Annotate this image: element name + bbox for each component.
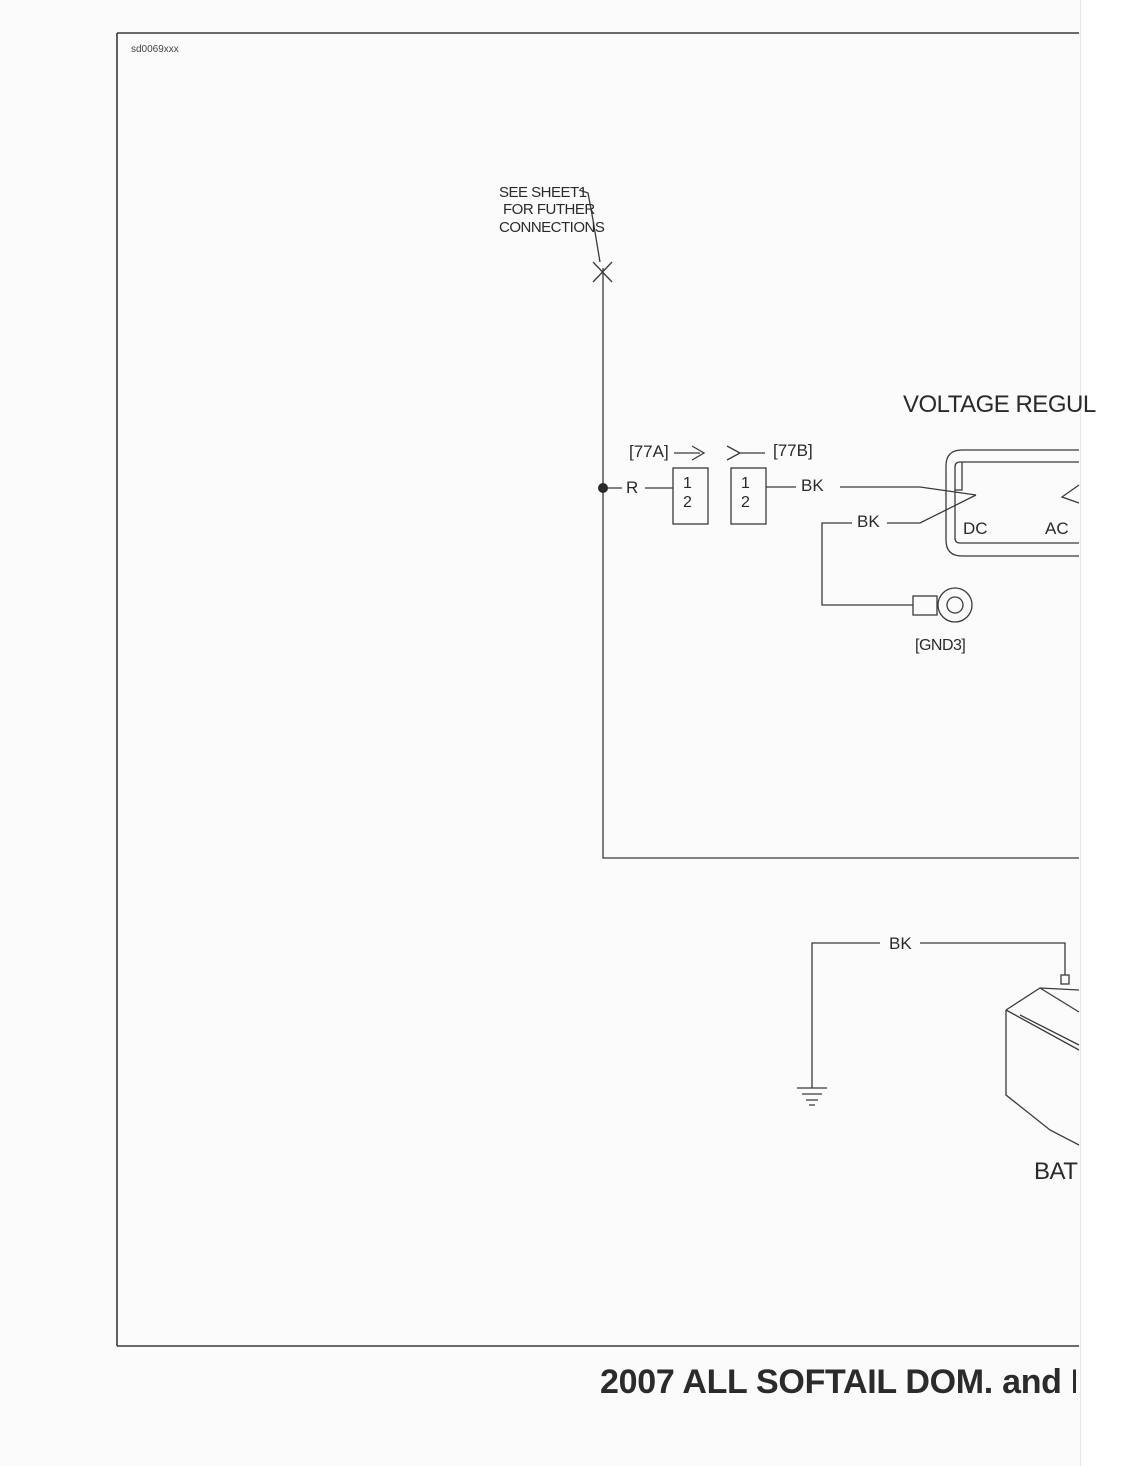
- regulator-inner-notch: [955, 462, 963, 491]
- page-edge: [1080, 0, 1134, 1466]
- footer-title: 2007 ALL SOFTAIL DOM. and I: [600, 1363, 1076, 1401]
- sheet-code: sd0069xxx: [131, 44, 179, 55]
- note-line-2: FOR FUTHER: [503, 201, 595, 218]
- bk-battery-wire: [811, 942, 1066, 1088]
- ground-terminal-ring: [937, 587, 973, 623]
- connector-77a-arrow: [674, 445, 706, 461]
- regulator-inner: [954, 461, 1079, 544]
- note-leader: [578, 189, 601, 263]
- splice-dot: [598, 483, 608, 493]
- red-wire-main: [602, 268, 1079, 859]
- sheet-border: [116, 32, 1079, 1347]
- connector-77b-pin-1: 1: [741, 475, 750, 492]
- note-line-3: CONNECTIONS: [499, 219, 605, 236]
- connector-77b-body: [730, 467, 767, 525]
- regulator-dc-label: DC: [963, 519, 988, 538]
- wire-label-black-battery: BK: [889, 934, 912, 953]
- wire-label-black-2: BK: [857, 512, 880, 531]
- wire-label-red: R: [626, 478, 639, 497]
- bk-wire-77b: [766, 486, 977, 496]
- battery-body: [1005, 987, 1080, 1146]
- regulator-ac-label: AC: [1045, 519, 1069, 538]
- connector-77a-pin-1: 1: [683, 475, 692, 492]
- connector-77b-pin-2: 2: [741, 494, 750, 511]
- regulator-outline: [945, 449, 1079, 557]
- ground-terminal-hole: [946, 596, 964, 614]
- connector-77a-label: [77A]: [629, 442, 669, 461]
- ground-terminal-label: [GND3]: [915, 637, 966, 654]
- connector-77b-arrow: [726, 445, 765, 461]
- connector-77a-pin-2: 2: [683, 494, 692, 511]
- battery-label: BAT: [1034, 1158, 1078, 1185]
- chassis-ground: [797, 1087, 827, 1106]
- battery-terminal: [1060, 974, 1070, 985]
- connector-77a-body: [672, 467, 709, 525]
- note-line-1: SEE SHEET1: [499, 184, 587, 201]
- connector-77b-label: [77B]: [773, 441, 813, 460]
- bk-wire-ground: [821, 494, 977, 606]
- regulator-ac-lead: [1060, 484, 1080, 504]
- wire-label-black-1: BK: [801, 476, 824, 495]
- ground-terminal-body: [912, 595, 938, 616]
- diagram-sheet: [0, 0, 1080, 1466]
- regulator-title: VOLTAGE REGUL: [903, 391, 1096, 418]
